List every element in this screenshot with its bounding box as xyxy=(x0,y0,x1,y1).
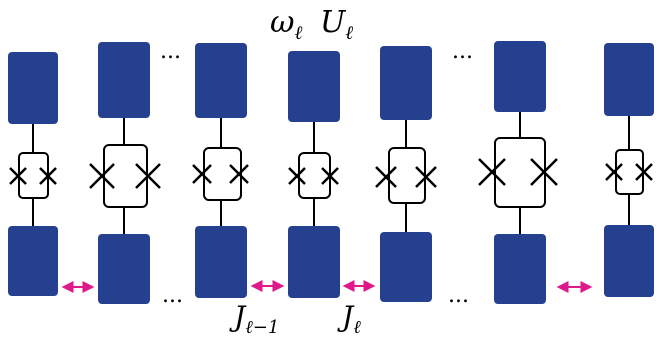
top-qubit xyxy=(288,51,340,122)
coupler-box xyxy=(388,147,426,204)
top-qubit xyxy=(494,41,546,112)
junction-cross xyxy=(478,158,558,186)
coupler-box xyxy=(494,137,546,208)
ellipsis-bottom-right: ... xyxy=(448,283,469,308)
junction-cross xyxy=(192,164,249,184)
bottom-qubit xyxy=(288,226,340,298)
unit-cell-6 xyxy=(478,41,558,304)
unit-cell-7 xyxy=(604,43,654,297)
junction-cross xyxy=(605,163,653,181)
bottom-qubit xyxy=(604,225,654,297)
top-qubit xyxy=(195,43,247,118)
unit-cell-2 xyxy=(89,42,161,304)
unit-cell-5 xyxy=(375,46,437,302)
j-prev-label: Jℓ−1 xyxy=(229,300,279,337)
junction-cross xyxy=(9,167,57,185)
top-qubit xyxy=(98,42,150,118)
top-qubit xyxy=(8,52,58,124)
bottom-qubit xyxy=(380,232,432,302)
coupler-box xyxy=(298,152,331,199)
unit-cell-3 xyxy=(192,43,249,298)
bottom-qubit xyxy=(494,234,546,304)
top-qubit xyxy=(604,43,654,116)
bottom-qubit xyxy=(98,234,150,304)
omega-label: ωℓ xyxy=(270,5,302,44)
coupler-box xyxy=(103,144,148,208)
ellipsis-top-left: ... xyxy=(160,39,181,64)
coupler-box xyxy=(18,152,49,199)
coupler-box xyxy=(615,149,644,195)
ellipsis-bottom-left: ... xyxy=(162,283,183,308)
junction-cross xyxy=(288,167,339,185)
bottom-qubit xyxy=(8,226,58,296)
unit-cell-1 xyxy=(8,52,58,296)
ellipsis-top-right: ... xyxy=(452,39,473,64)
u-label: Uℓ xyxy=(320,5,353,44)
unit-cell-4 xyxy=(288,51,340,298)
top-qubit xyxy=(380,46,432,120)
junction-cross xyxy=(89,163,161,189)
coupler-box xyxy=(203,147,242,201)
junction-cross xyxy=(375,166,437,188)
j-cur-label: Jℓ xyxy=(337,300,361,337)
bottom-qubit xyxy=(195,226,247,298)
